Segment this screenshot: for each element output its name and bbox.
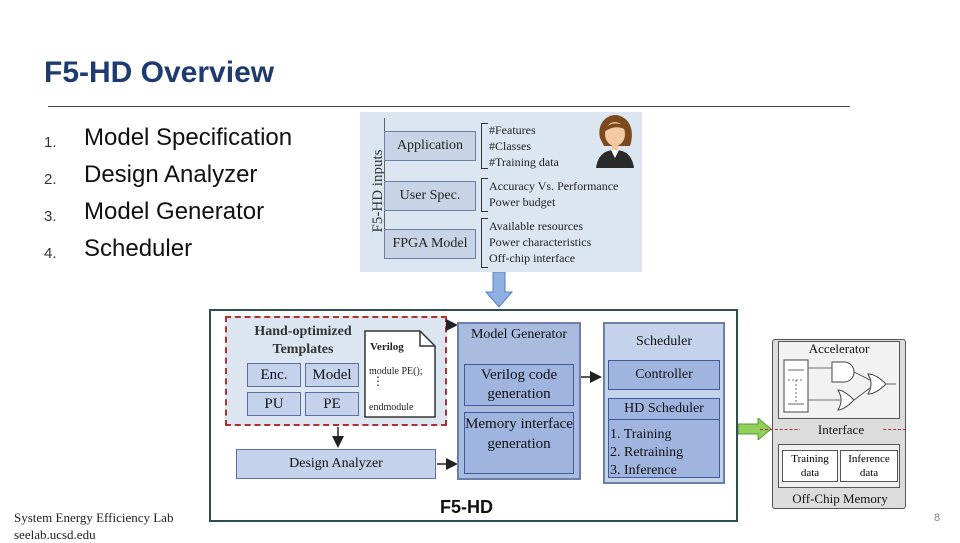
bracket (481, 178, 488, 212)
input-item: #Features (489, 123, 536, 137)
arrow-right-icon (738, 418, 772, 440)
footer-url: seelab.ucsd.edu (14, 527, 96, 542)
user-avatar-icon (596, 114, 634, 168)
template-cell: PU (247, 392, 301, 416)
scheduler-steps: 1. Training 2. Retraining 3. Inference (610, 426, 683, 480)
input-item: #Classes (489, 139, 531, 153)
list-text: Design Analyzer (84, 161, 258, 188)
verilog-doc-line: module PE(); (369, 366, 423, 377)
application-box: Application (384, 131, 476, 161)
template-cell: Model (305, 363, 359, 387)
controller-box: Controller (608, 360, 720, 390)
list-text: Scheduler (84, 235, 193, 262)
verilog-doc-line: endmodule (369, 402, 414, 413)
input-item: Accuracy Vs. Performance (489, 179, 619, 193)
page-number: 8 (934, 512, 941, 524)
input-item: Off-chip interface (489, 251, 576, 265)
userspec-items: Accuracy Vs. Performance Power budget (489, 178, 618, 210)
scheduler-step: 3. Inference (610, 463, 677, 478)
input-item: Power characteristics (489, 235, 592, 249)
verilog-document-icon (364, 330, 436, 418)
footer-lab: System Energy Efficiency Lab (14, 510, 174, 525)
training-data-box: Training data (782, 450, 838, 482)
hd-scheduler-title: HD Scheduler (624, 401, 704, 416)
verilog-code-generation-box: Verilog code generation (464, 364, 574, 406)
application-items: #Features #Classes #Training data (489, 122, 559, 170)
title-divider (48, 106, 850, 107)
template-cell: Enc. (247, 363, 301, 387)
list-item: 3. Model Generator (44, 198, 364, 234)
arrow-down-icon (485, 272, 513, 308)
verilog-doc-title: Verilog (370, 341, 404, 353)
framework-caption: F5-HD (440, 497, 493, 517)
memory-interface-generation-box: Memory interface generation (464, 412, 574, 474)
list-item: 2. Design Analyzer (44, 161, 364, 197)
input-item: Power budget (489, 195, 556, 209)
list-text: Model Specification (84, 124, 293, 151)
interface-label: Interface (800, 422, 882, 438)
template-cell: PE (305, 392, 359, 416)
list-number: 2. (44, 171, 57, 188)
hd-scheduler-divider (608, 419, 720, 420)
scheduler-title: Scheduler (636, 334, 692, 349)
list-item: 4. Scheduler (44, 235, 364, 271)
inference-data-box: Inference data (840, 450, 898, 482)
list-item: 1. Model Specification (44, 124, 364, 160)
fpga-model-box: FPGA Model (384, 229, 476, 259)
templates-title: Hand-optimized Templates (254, 324, 352, 357)
list-number: 3. (44, 208, 57, 225)
input-item: Available resources (489, 219, 584, 233)
off-chip-memory-label: Off-Chip Memory (792, 491, 888, 506)
hd-scheduler-box (608, 398, 720, 478)
logic-gates-icon (783, 359, 896, 413)
footer: System Energy Efficiency Lab seelab.ucsd… (14, 509, 173, 543)
design-analyzer-box: Design Analyzer (236, 449, 436, 479)
list-number: 1. (44, 134, 57, 151)
scheduler-step: 2. Retraining (610, 445, 684, 460)
slide-title: F5-HD Overview (44, 56, 275, 89)
list-number: 4. (44, 245, 57, 262)
framework-arrows (332, 319, 602, 470)
input-item: #Training data (489, 155, 559, 169)
scheduler-step: 1. Training (610, 427, 672, 442)
model-generator-title: Model Generator (470, 327, 568, 342)
bracket (481, 218, 488, 268)
accelerator-title: Accelerator (808, 341, 870, 356)
fpga-items: Available resources Power characteristic… (489, 218, 591, 266)
list-text: Model Generator (84, 198, 265, 225)
bracket (481, 123, 488, 169)
user-spec-box: User Spec. (384, 181, 476, 211)
